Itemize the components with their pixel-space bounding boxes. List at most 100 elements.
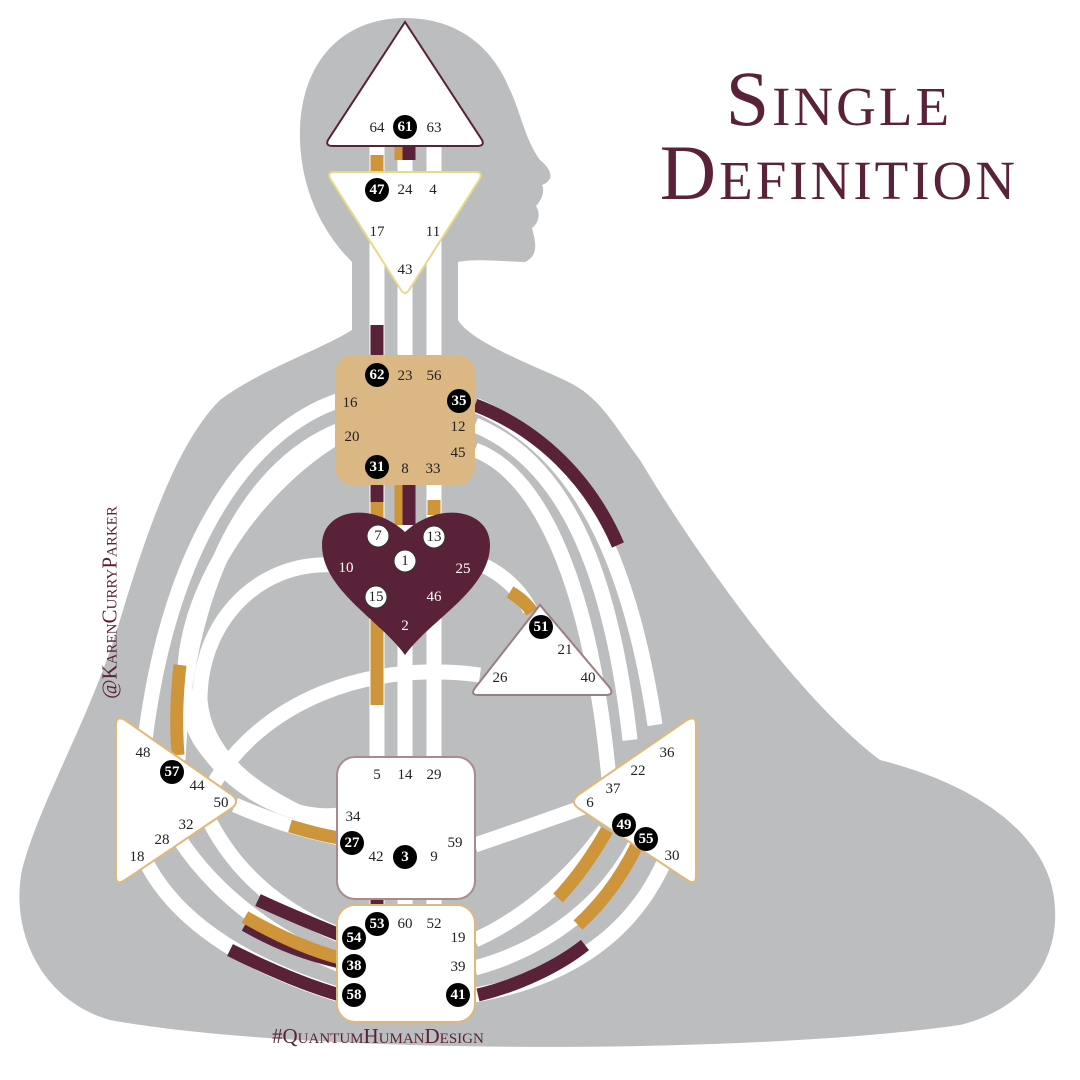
- gate-48: 48: [136, 745, 151, 761]
- active-channel-segment: [476, 939, 590, 1002]
- gate-14: 14: [398, 767, 414, 783]
- gate-58: 58: [347, 987, 362, 1003]
- gate-43: 43: [398, 262, 413, 278]
- active-gate-marker: [612, 813, 636, 837]
- active-gate-marker: [447, 389, 471, 413]
- gate-23: 23: [398, 368, 413, 384]
- gate-41: 41: [451, 987, 466, 1003]
- gate-22: 22: [631, 763, 646, 779]
- gate-46: 46: [427, 589, 443, 605]
- gate-16: 16: [343, 395, 359, 411]
- gate-57: 57: [165, 764, 181, 780]
- active-gate-marker: [340, 831, 364, 855]
- gate-3: 3: [401, 849, 409, 865]
- gate-59: 59: [448, 835, 463, 851]
- body-silhouette: [19, 18, 1056, 1047]
- gate-47: 47: [370, 182, 386, 198]
- gate-53: 53: [370, 916, 385, 932]
- gate-ring: [393, 549, 417, 573]
- gate-38: 38: [347, 958, 362, 974]
- title-line-2: Definition: [659, 129, 1018, 216]
- solar-plexus-center: [573, 717, 697, 884]
- active-gate-marker: [342, 926, 366, 950]
- active-channel-segment: [227, 944, 342, 1002]
- gate-18: 18: [130, 849, 145, 865]
- gate-28: 28: [155, 832, 170, 848]
- gate-50: 50: [214, 795, 229, 811]
- active-channel-segment: [241, 911, 342, 965]
- active-gate-marker: [393, 115, 417, 139]
- gate-24: 24: [398, 182, 414, 198]
- spleen-center: [115, 717, 237, 884]
- active-channel-segment: [506, 586, 538, 616]
- active-channel-segment: [553, 826, 613, 903]
- active-gate-marker: [634, 827, 658, 851]
- credit-handle: @KarenCurryParker: [97, 506, 122, 699]
- gate-ring: [422, 525, 446, 549]
- active-gate-marker: [393, 845, 417, 869]
- gate-55: 55: [639, 831, 654, 847]
- active-channel-segment: [573, 842, 643, 930]
- ego-center: [472, 603, 613, 696]
- title: Single Definition: [659, 55, 1018, 216]
- gate-34: 34: [346, 809, 362, 825]
- gate-32: 32: [179, 817, 194, 833]
- gate-45: 45: [451, 445, 466, 461]
- ajna-center: [328, 171, 482, 294]
- gate-13: 13: [427, 529, 442, 545]
- gate-ring: [366, 524, 390, 548]
- active-gate-marker: [446, 983, 470, 1007]
- channel: [472, 418, 638, 741]
- channel: [203, 664, 482, 794]
- gate-62: 62: [370, 367, 385, 383]
- gate-5: 5: [373, 767, 381, 783]
- gate-6: 6: [586, 795, 594, 811]
- gate-61: 61: [398, 119, 413, 135]
- gate-42: 42: [369, 849, 384, 865]
- gate-19: 19: [451, 930, 466, 946]
- active-gate-marker: [365, 455, 389, 479]
- gate-54: 54: [347, 930, 363, 946]
- gate-11: 11: [426, 224, 440, 240]
- gate-10: 10: [339, 560, 354, 576]
- head-center: [326, 20, 484, 147]
- gate-25: 25: [456, 561, 471, 577]
- gate-1: 1: [401, 553, 409, 569]
- gate-20: 20: [345, 429, 360, 445]
- active-gate-marker: [529, 615, 553, 639]
- gate-26: 26: [493, 670, 509, 686]
- active-gate-marker: [365, 363, 389, 387]
- active-channel-segment: [255, 894, 343, 942]
- gate-7: 7: [374, 528, 382, 544]
- gate-30: 30: [665, 848, 680, 864]
- gate-52: 52: [427, 916, 442, 932]
- title-line-1: Single: [725, 55, 953, 142]
- gate-8: 8: [401, 461, 409, 477]
- gate-64: 64: [370, 120, 386, 136]
- gate-2: 2: [401, 618, 409, 634]
- active-gate-marker: [342, 983, 366, 1007]
- active-channel-segment: [170, 664, 187, 756]
- gate-17: 17: [370, 224, 386, 240]
- channel: [192, 557, 343, 838]
- gate-21: 21: [558, 642, 573, 658]
- gate-44: 44: [190, 778, 206, 794]
- channel: [137, 392, 343, 741]
- gate-40: 40: [581, 670, 596, 686]
- gate-35: 35: [452, 393, 467, 409]
- gate-9: 9: [430, 849, 438, 865]
- g-center: [322, 512, 490, 655]
- channel: [472, 442, 618, 791]
- gate-27: 27: [345, 835, 361, 851]
- gate-4: 4: [429, 182, 437, 198]
- gate-31: 31: [370, 459, 385, 475]
- gate-12: 12: [451, 419, 466, 435]
- credit-hashtag: #QuantumHumanDesign: [272, 1024, 484, 1048]
- active-gate-marker: [365, 912, 389, 936]
- active-channel-segment: [472, 398, 624, 548]
- gate-51: 51: [534, 619, 549, 635]
- gate-49: 49: [617, 817, 632, 833]
- gate-36: 36: [660, 745, 676, 761]
- active-gate-marker: [160, 760, 184, 784]
- gate-ring: [364, 585, 388, 609]
